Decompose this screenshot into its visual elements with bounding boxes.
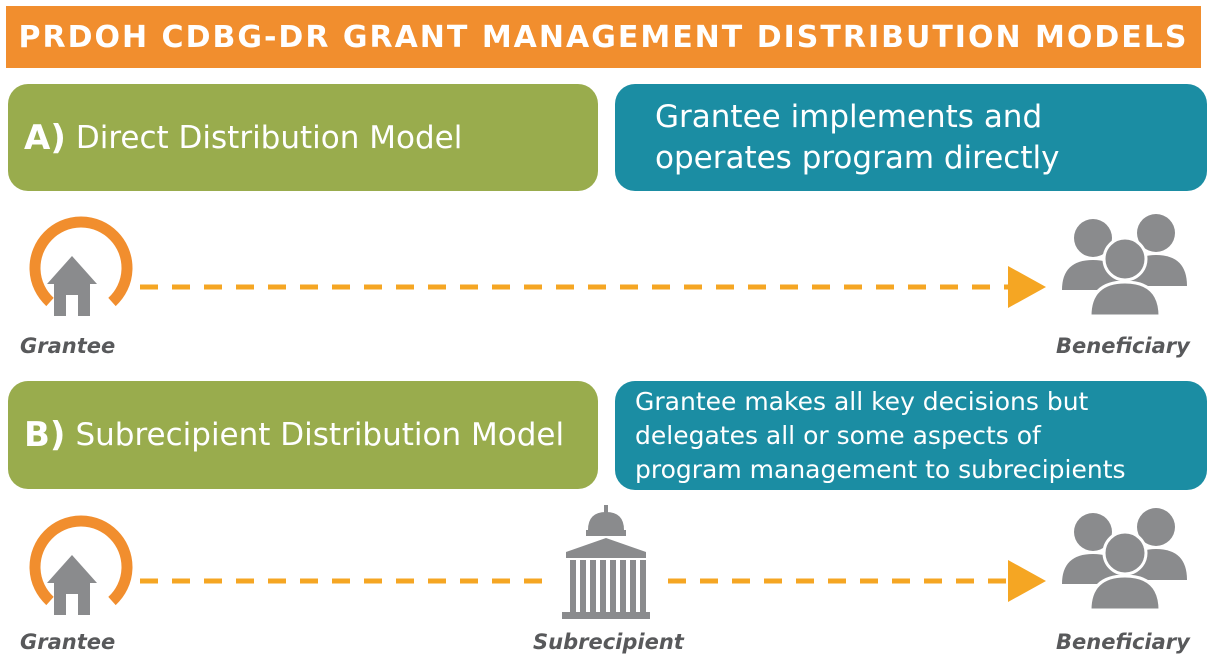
model-a-letter: A) <box>24 117 66 158</box>
model-a-description-line: Grantee implements and <box>655 98 1043 135</box>
model-b-description-line: delegates all or some aspects of <box>635 420 1041 450</box>
grantee-label: Grantee <box>20 334 116 358</box>
house-icon <box>29 515 133 615</box>
dashed-arrow <box>140 266 1046 308</box>
model-b-description-line: Grantee makes all key decisions but <box>635 386 1089 416</box>
model-a-name: Direct Distribution Model <box>75 119 463 156</box>
model-a-description: Grantee implements and operates program … <box>615 84 1207 191</box>
model-b-name: Subrecipient Distribution Model <box>75 417 565 453</box>
dashed-arrow <box>140 560 1046 602</box>
model-a-box: A) Direct Distribution Model <box>8 84 598 191</box>
people-group-icon <box>1062 508 1187 612</box>
model-b-box: B) Subrecipient Distribution Model <box>8 381 598 489</box>
page-title: PRDOH CDBG-DR GRANT MANAGEMENT DISTRIBUT… <box>6 6 1201 68</box>
beneficiary-label: Beneficiary <box>1056 334 1190 358</box>
subrecipient-label: Subrecipient <box>533 630 684 654</box>
beneficiary-label: Beneficiary <box>1056 630 1190 654</box>
model-b-description: Grantee makes all key decisions but dele… <box>615 381 1207 490</box>
model-b-letter: B) <box>24 415 66 455</box>
house-icon <box>29 216 133 316</box>
model-a-description-line: operates program directly <box>655 139 1060 176</box>
people-group-icon <box>1062 214 1187 318</box>
capitol-building-icon <box>562 505 650 619</box>
grantee-label: Grantee <box>20 630 116 654</box>
model-b-description-line: program management to subrecipients <box>635 454 1126 484</box>
